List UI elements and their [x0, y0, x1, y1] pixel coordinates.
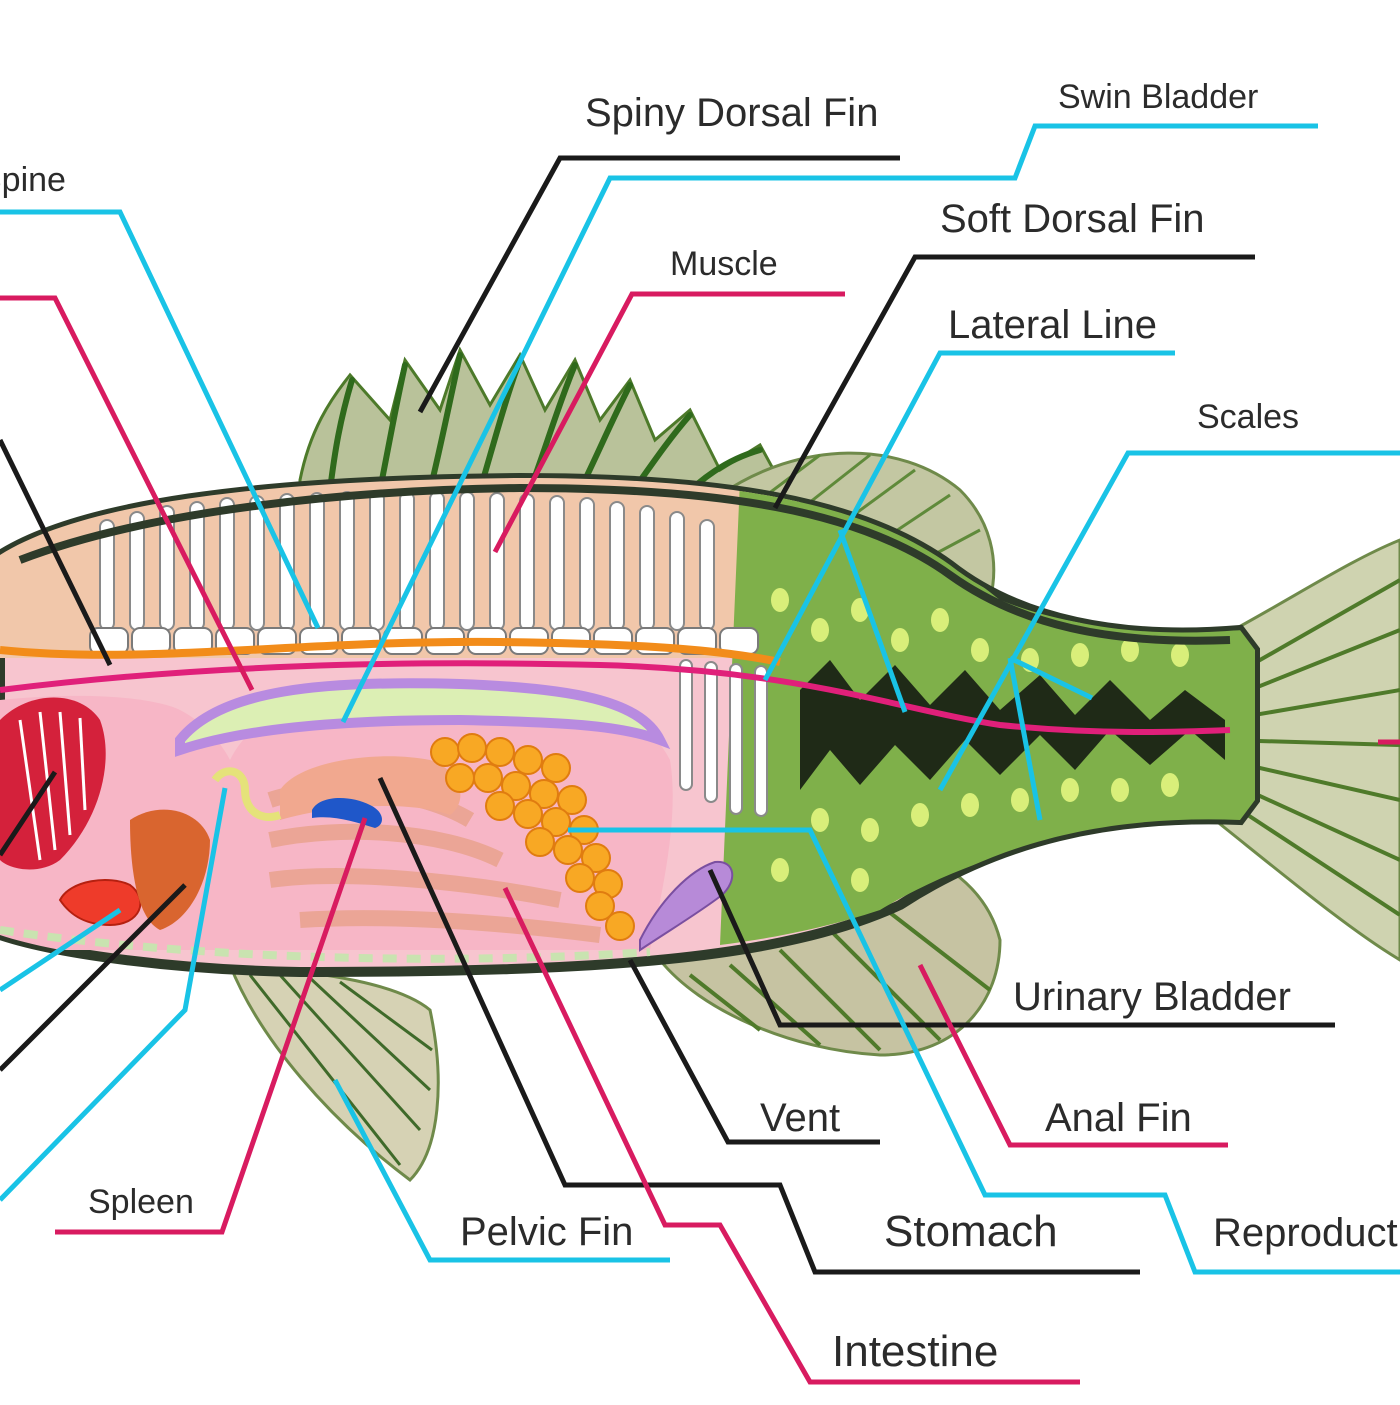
label-swim-bladder: Swin Bladder [1058, 78, 1259, 116]
label-scales: Scales [1197, 398, 1300, 436]
label-stomach: Stomach [884, 1207, 1058, 1256]
anal-fin-shape [657, 853, 1002, 1057]
label-spine: Spine [0, 161, 66, 199]
leader-lines-black [0, 155, 1335, 1275]
label-intestine: Intestine [832, 1327, 999, 1376]
spiny-dorsal-fin-shape [298, 346, 793, 503]
label-muscle: Muscle [670, 245, 778, 283]
pelvic-fin-shape [227, 963, 440, 1182]
label-reproductive: Reproductive [1213, 1211, 1400, 1255]
leader-lines-magenta [0, 291, 1400, 1385]
leader-lines-cyan [0, 123, 1400, 1275]
label-urinary-bladder: Urinary Bladder [1013, 975, 1291, 1019]
label-lateral-line: Lateral Line [948, 303, 1158, 347]
label-spleen: Spleen [88, 1183, 194, 1221]
label-spiny-dorsal-fin: Spiny Dorsal Fin [585, 91, 879, 135]
label-pelvic-fin: Pelvic Fin [460, 1210, 634, 1254]
label-soft-dorsal-fin: Soft Dorsal Fin [940, 197, 1205, 241]
label-vent: Vent [760, 1096, 841, 1140]
label-anal-fin: Anal Fin [1045, 1096, 1192, 1140]
